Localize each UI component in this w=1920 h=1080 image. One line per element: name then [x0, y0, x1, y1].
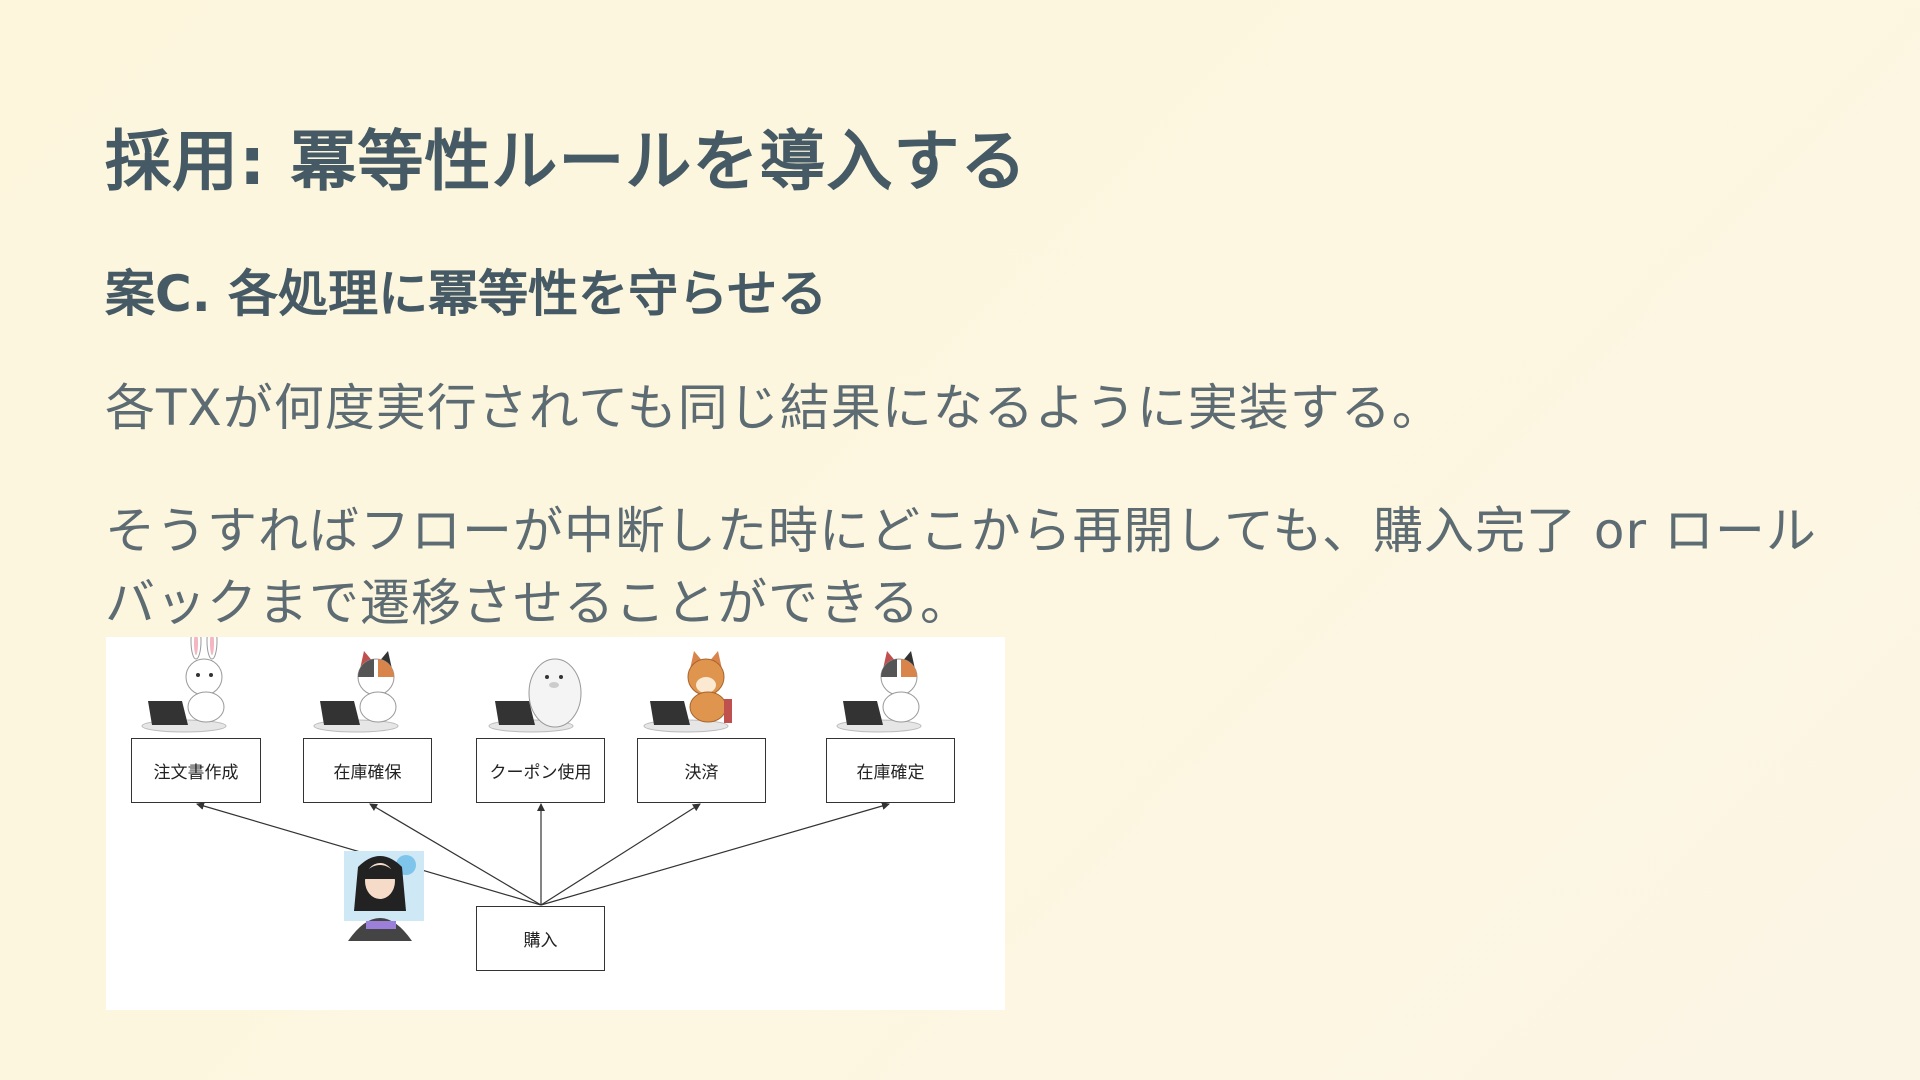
- person-avatar-icon: [344, 851, 424, 941]
- body-paragraph-2: そうすればフローが中断した時にどこから再開しても、購入完了 or ロールバックま…: [105, 502, 1817, 632]
- flow-diagram: 注文書作成 在庫確保 クーポン使用 決済 在庫確定 購入: [106, 637, 1005, 1010]
- target-node-1: 注文書作成: [131, 738, 261, 803]
- target-node-4: 決済: [637, 738, 766, 803]
- arrow-to-target-2: [369, 803, 542, 906]
- arrow-to-target-5: [540, 802, 890, 906]
- calico-cat-at-laptop-icon: [313, 651, 399, 733]
- rabbit-at-laptop-icon: [141, 637, 227, 733]
- target-node-3: クーポン使用: [476, 738, 605, 803]
- slide-subtitle: 案C. 各処理に冪等性を守らせる: [105, 265, 828, 323]
- body-paragraph-1: 各TXが何度実行されても同じ結果になるように実装する。: [105, 379, 1443, 437]
- calico-cat-at-laptop-icon: [836, 651, 922, 733]
- target-node-2: 在庫確保: [303, 738, 432, 803]
- seal-at-laptop-icon: [488, 658, 582, 733]
- diagram-arrows: [141, 637, 922, 941]
- shiba-dog-at-laptop-icon: [643, 651, 732, 733]
- arrow-to-target-4: [540, 803, 701, 906]
- slide-title: 採用: 冪等性ルールを導入する: [105, 123, 1028, 200]
- source-node: 購入: [476, 906, 605, 971]
- target-node-5: 在庫確定: [826, 738, 955, 803]
